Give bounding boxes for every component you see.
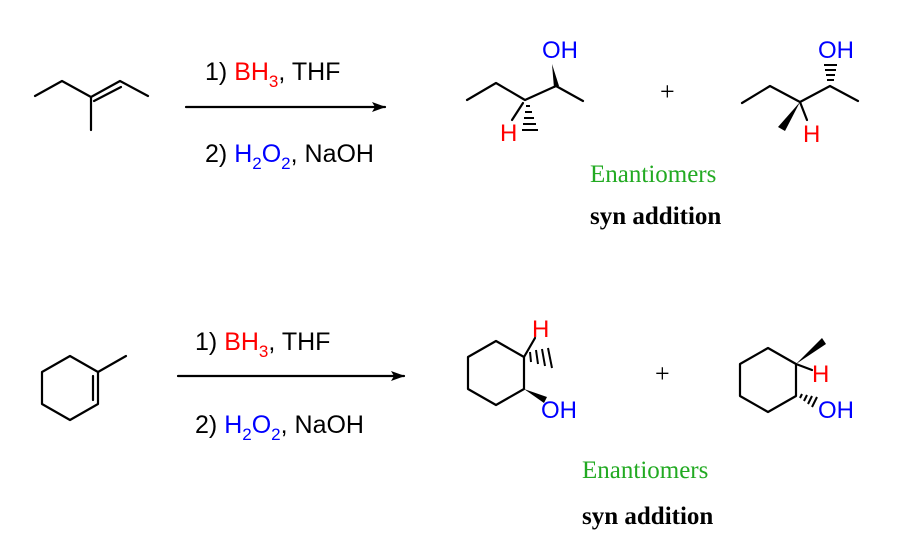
wedge-bond [796,338,826,364]
reagent-step-1: 1) BH3, THF [205,58,340,91]
product-1b: OH H [740,37,860,148]
product-1a: OH H [465,37,585,147]
hydrogen-label: H [532,316,549,343]
hydroxyl-label: OH [542,37,578,64]
reaction-2: 1) BH3, THF 2) H2O2, NaOH H OH + H [40,316,854,530]
plus-sign-2: + [655,359,670,388]
stereochemistry-label-2: syn addition [582,503,713,530]
hashed-bond [529,347,553,369]
relationship-label-2: Enantiomers [582,457,708,484]
hydrogen-label: H [803,121,820,148]
hashed-bond [824,64,837,81]
hydrogen-label: H [812,361,829,388]
product-2a: H OH [466,316,577,424]
hashed-bond [522,105,538,131]
relationship-label-1: Enantiomers [590,161,716,188]
reagent-step-2: 2) H2O2, NaOH [205,140,374,173]
wedge-bond [778,102,800,131]
starting-alkene-1 [33,79,150,132]
wedge-bond [552,64,559,88]
starting-alkene-2 [40,354,128,422]
hashed-bond [799,393,818,408]
hydroxyl-label: OH [818,37,854,64]
stereochemistry-label-1: syn addition [590,203,721,230]
reagent-step-2: 2) H2O2, NaOH [195,411,364,444]
wedge-bond [524,389,547,403]
product-2b: H OH [738,338,854,424]
reagent-step-1: 1) BH3, THF [195,328,330,361]
reaction-1: 1) BH3, THF 2) H2O2, NaOH OH H + [33,37,860,230]
hydroxyl-label: OH [541,397,577,424]
plus-sign-1: + [660,77,675,106]
hydroxyl-label: OH [818,397,854,424]
hydrogen-label: H [500,120,517,147]
